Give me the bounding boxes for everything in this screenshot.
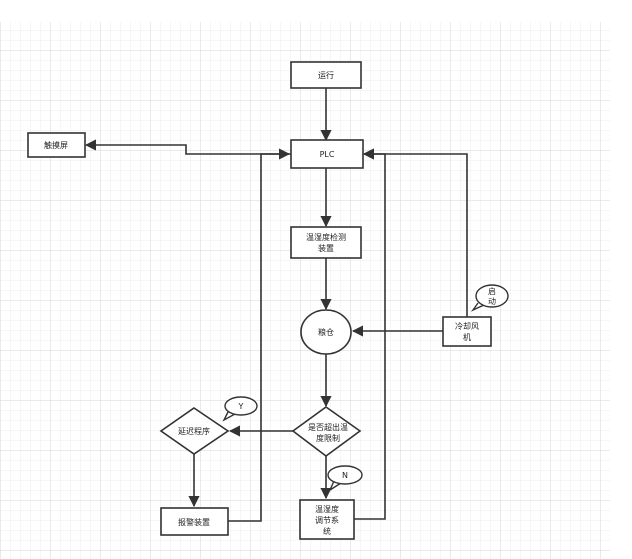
node-detect: 温湿度检测 装置 [290, 226, 362, 259]
callout-no-label: N [342, 471, 348, 480]
edge-plc-touch [84, 139, 291, 155]
edge-fan-plc [362, 148, 468, 317]
node-silo: 粮仓 [300, 309, 352, 355]
node-check-line1: 是否超出温 [308, 422, 348, 432]
node-check: 是否超出温 度限制 [291, 406, 362, 457]
callout-no: N [327, 465, 363, 492]
node-fan: 冷却风 机 [442, 316, 492, 347]
callout-yes-label: Y [238, 402, 244, 411]
callout-start-line1: 启 [488, 286, 496, 296]
node-regulate-line2: 调节系 [315, 515, 339, 525]
node-regulate: 温湿度 调节系 统 [299, 499, 355, 540]
node-detect-line1: 温湿度检测 [306, 232, 346, 242]
connectors [84, 88, 468, 522]
node-run-label: 运行 [318, 70, 334, 80]
node-touch-label: 触摸屏 [44, 140, 68, 150]
callout-start: 启 动 [470, 284, 509, 312]
node-run: 运行 [290, 61, 362, 89]
node-alarm-label: 报警装置 [178, 517, 210, 527]
node-plc: PLC [290, 139, 364, 169]
node-plc-label: PLC [320, 150, 335, 159]
edge-alarm-plc [228, 148, 291, 522]
node-delay: 延迟程序 [159, 407, 230, 455]
node-regulate-line1: 温湿度 [315, 504, 339, 514]
node-delay-label: 延迟程序 [178, 426, 210, 436]
node-fan-line2: 机 [463, 332, 471, 342]
callout-yes: Y [222, 396, 258, 422]
node-alarm: 报警装置 [160, 507, 229, 536]
callout-start-line2: 动 [488, 296, 496, 306]
node-detect-line2: 装置 [318, 243, 334, 253]
grid-background [0, 22, 610, 559]
node-check-line2: 度限制 [316, 433, 340, 443]
node-silo-label: 粮仓 [318, 327, 334, 337]
node-fan-line1: 冷却风 [455, 321, 479, 331]
node-regulate-line3: 统 [323, 526, 331, 536]
node-touch: 触摸屏 [27, 132, 86, 158]
